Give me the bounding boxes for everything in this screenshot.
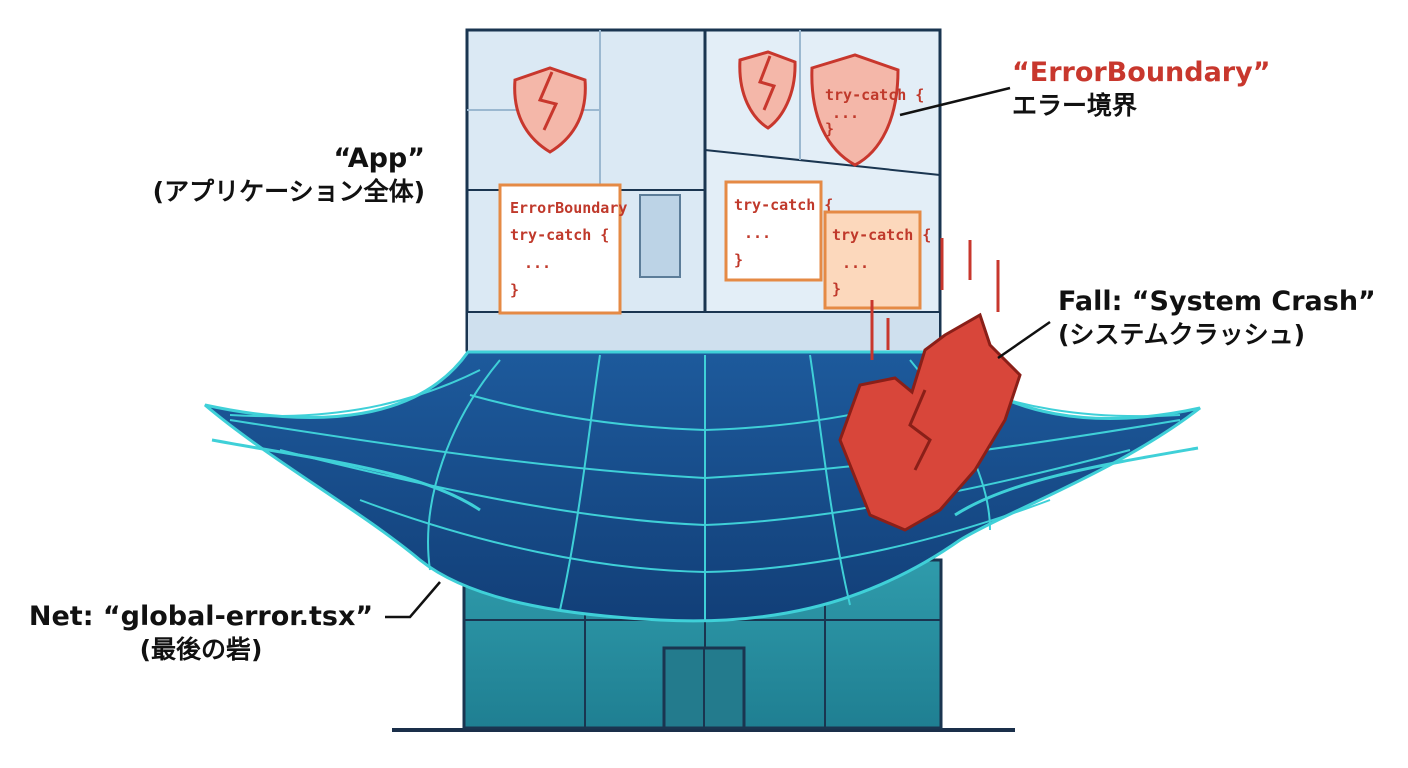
app-label-title: “App” — [333, 143, 425, 174]
motion-lines — [870, 238, 1000, 360]
net-leader-line — [385, 581, 441, 619]
shield-code-line-3: } — [825, 120, 834, 138]
net-label: Net: “global-error.tsx” (最後の砦) — [20, 600, 382, 665]
shield-code-line-2: ... — [832, 104, 859, 122]
try-catch-code-box: try-catch { ... } — [823, 210, 931, 310]
broken-shield-icon — [738, 50, 797, 130]
code-line: ErrorBoundary — [510, 199, 627, 217]
code-line: ... — [524, 254, 551, 272]
shield-code-line-1: try-catch { — [825, 86, 924, 104]
fall-label-title: Fall: “System Crash” — [1058, 286, 1376, 317]
error-boundary-label-title: “ErrorBoundary” — [1012, 57, 1271, 88]
app-label: “App” (アプリケーション全体) — [95, 142, 425, 207]
try-catch-code-box: try-catch { ... } — [724, 180, 833, 282]
safety-net — [204, 350, 1201, 623]
fall-label-subtitle: (システムクラッシュ) — [1058, 319, 1306, 349]
code-line: } — [832, 280, 841, 298]
fall-label: Fall: “System Crash” (システムクラッシュ) — [1058, 285, 1398, 350]
net-label-subtitle: (最後の砦) — [139, 634, 263, 664]
fall-leader-line — [997, 320, 1051, 360]
error-boundary-leader-line — [899, 86, 1011, 117]
code-line: try-catch { — [510, 226, 609, 244]
code-line: try-catch { — [734, 196, 833, 214]
system-crash-icon — [838, 312, 1022, 532]
shield-icon: try-catch { ... } — [810, 53, 924, 167]
app-label-subtitle: (アプリケーション全体) — [152, 176, 425, 206]
error-boundary-label: “ErrorBoundary” エラー境界 — [1012, 56, 1342, 121]
code-line: try-catch { — [832, 226, 931, 244]
code-line: } — [510, 281, 519, 299]
broken-shield-icon — [513, 66, 587, 154]
error-boundary-code-box: ErrorBoundary try-catch { ... } — [498, 183, 627, 315]
net-label-title: Net: “global-error.tsx” — [28, 601, 374, 632]
code-line: ... — [842, 254, 869, 272]
error-boundary-label-subtitle: エラー境界 — [1012, 90, 1138, 120]
code-line: ... — [744, 224, 771, 242]
code-line: } — [734, 251, 743, 269]
